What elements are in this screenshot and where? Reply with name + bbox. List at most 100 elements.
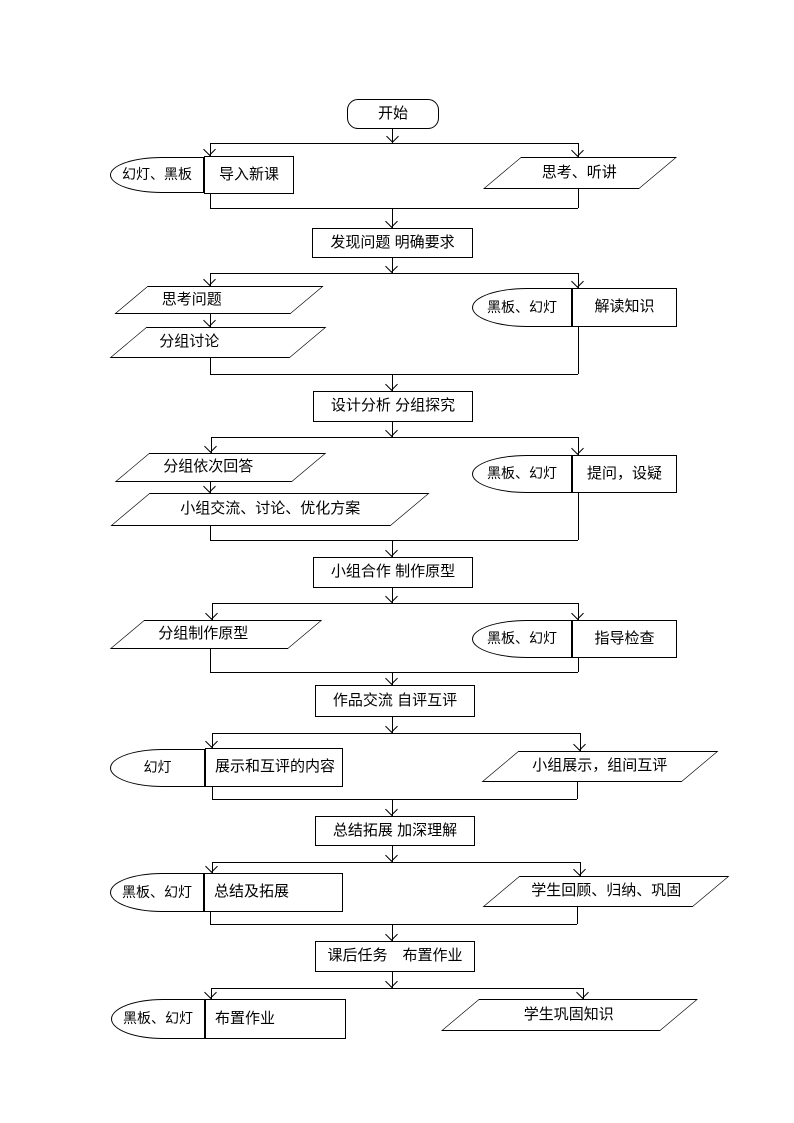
media-blackboard-slides-4: 黑板、幻灯 xyxy=(472,620,572,658)
arrowhead-down-icon xyxy=(573,863,586,876)
connector-line xyxy=(578,143,579,157)
media-label: 幻灯、黑板 xyxy=(122,166,192,183)
connector-line xyxy=(580,862,581,876)
media-slides-blackboard-1: 幻灯、黑板 xyxy=(110,157,204,193)
io-label: 小组展示，组间互评 xyxy=(532,757,668,775)
process-label: 小组合作 制作原型 xyxy=(330,563,456,581)
io-label: 分组制作原型 xyxy=(158,625,249,643)
connector-line xyxy=(578,327,579,374)
connector-line xyxy=(392,588,393,603)
io-label: 思考、听讲 xyxy=(542,163,618,181)
io-label: 学生回顾、归纳、巩固 xyxy=(530,882,681,900)
connector-line xyxy=(392,258,393,273)
media-blackboard-slides-3: 黑板、幻灯 xyxy=(472,455,572,493)
connector-line xyxy=(392,129,393,143)
start-terminator: 开始 xyxy=(347,99,439,129)
connector-line xyxy=(210,672,578,673)
process-guide-inspect: 指导检查 xyxy=(572,620,677,658)
arrowhead-down-icon xyxy=(204,440,217,453)
connector-line xyxy=(392,924,393,941)
connector-line xyxy=(212,603,578,604)
connector-line xyxy=(578,658,579,672)
connector-line xyxy=(392,422,393,437)
arrowhead-down-icon xyxy=(203,143,216,156)
io-label: 思考问题 xyxy=(162,290,223,308)
connector-line xyxy=(578,189,579,208)
arrowhead-down-icon xyxy=(385,544,398,557)
connector-line xyxy=(210,358,211,374)
connector-line xyxy=(212,733,213,748)
process-label: 课后任务 布置作业 xyxy=(327,947,463,965)
arrowhead-down-icon xyxy=(385,803,398,816)
connector-line xyxy=(212,603,213,620)
arrowhead-down-icon xyxy=(385,928,398,941)
process-summarize-deepen: 总结拓展 加深理解 xyxy=(315,816,475,846)
connector-line xyxy=(212,862,213,873)
arrowhead-down-icon xyxy=(385,378,398,391)
connector-line xyxy=(578,273,579,288)
arrowhead-down-icon xyxy=(573,738,586,751)
connector-line xyxy=(212,799,577,800)
io-label: 学生巩固知识 xyxy=(524,1005,615,1023)
process-label: 作品交流 自评互评 xyxy=(332,691,458,709)
io-review-consolidate: 学生回顾、归纳、巩固 xyxy=(482,876,730,907)
connector-line xyxy=(578,603,579,620)
media-label: 黑板、幻灯 xyxy=(487,630,557,647)
arrowhead-down-icon xyxy=(571,442,584,455)
process-label: 总结拓展 加深理解 xyxy=(332,821,458,839)
io-think-listen: 思考、听讲 xyxy=(482,157,678,189)
connector-line xyxy=(210,374,578,375)
io-label: 分组依次回答 xyxy=(163,458,254,476)
process-label: 展示和互评的内容 xyxy=(215,758,336,776)
connector-line xyxy=(577,907,578,924)
connector-line xyxy=(392,208,393,228)
media-label: 幻灯 xyxy=(143,759,172,776)
process-show-content: 展示和互评的内容 xyxy=(205,748,343,787)
connector-line xyxy=(580,733,581,751)
arrowhead-down-icon xyxy=(385,672,398,685)
connector-line xyxy=(210,540,578,541)
arrowhead-down-icon xyxy=(385,975,398,988)
connector-line xyxy=(211,437,578,438)
media-slides-5: 幻灯 xyxy=(110,749,205,787)
connector-line xyxy=(210,924,577,925)
connector-line xyxy=(210,912,211,924)
connector-line xyxy=(210,482,211,493)
connector-line xyxy=(578,493,579,540)
process-label: 提问，设疑 xyxy=(586,464,662,482)
process-label: 总结及拓展 xyxy=(214,883,290,901)
connector-line xyxy=(392,846,393,862)
arrowhead-down-icon xyxy=(205,735,218,748)
connector-line xyxy=(210,143,211,156)
arrowhead-down-icon xyxy=(203,480,216,493)
connector-line xyxy=(578,437,579,455)
media-label: 黑板、幻灯 xyxy=(487,298,557,315)
process-label: 解读知识 xyxy=(594,298,655,316)
connector-line xyxy=(211,988,212,999)
media-blackboard-slides-2: 黑板、幻灯 xyxy=(472,288,572,327)
connector-line xyxy=(210,143,578,144)
io-group-show-peer-review: 小组展示，组间互评 xyxy=(481,751,719,782)
connector-line xyxy=(212,862,580,863)
connector-line xyxy=(583,988,584,999)
process-design-analysis: 设计分析 分组探究 xyxy=(313,391,473,422)
arrowhead-down-icon xyxy=(385,260,398,273)
io-think-questions: 思考问题 xyxy=(114,286,324,314)
connector-line xyxy=(210,649,211,672)
media-blackboard-slides-7: 黑板、幻灯 xyxy=(111,999,205,1039)
connector-line xyxy=(577,782,578,799)
arrowhead-down-icon xyxy=(385,849,398,862)
connector-line xyxy=(212,733,580,734)
process-discover-problem: 发现问题 明确要求 xyxy=(312,228,473,258)
connector-line xyxy=(210,526,211,540)
arrowhead-down-icon xyxy=(205,607,218,620)
process-after-class-homework: 课后任务 布置作业 xyxy=(315,941,475,972)
process-ask-questions: 提问，设疑 xyxy=(572,455,677,493)
io-label: 分组讨论 xyxy=(159,333,220,351)
arrowhead-down-icon xyxy=(203,273,216,286)
process-summary-expand: 总结及拓展 xyxy=(204,873,343,912)
process-explain-knowledge: 解读知识 xyxy=(572,288,677,327)
process-introduce-lesson: 导入新课 xyxy=(204,156,294,194)
connector-line xyxy=(392,717,393,733)
connector-line xyxy=(210,208,578,209)
